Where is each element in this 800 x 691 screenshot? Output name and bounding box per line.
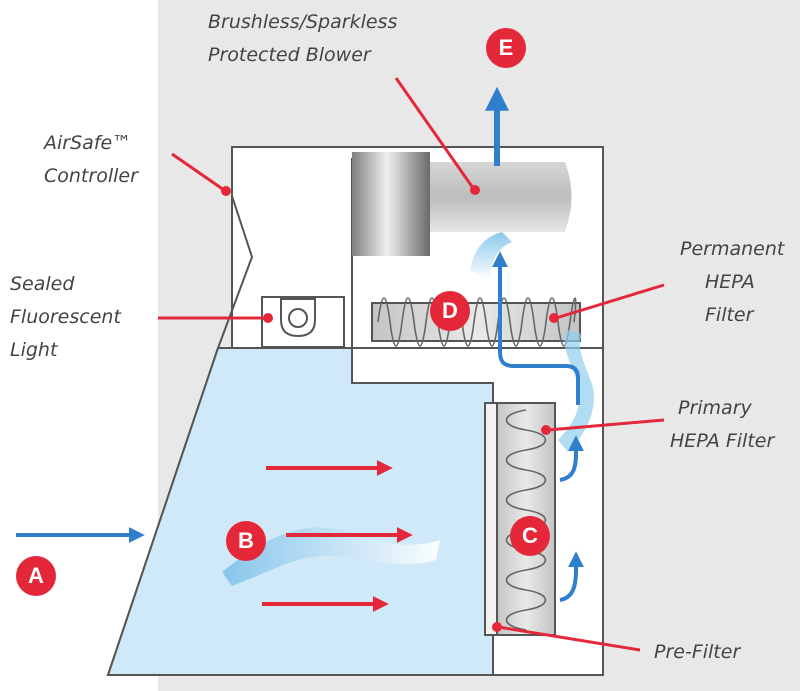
lamp-tube-icon — [288, 308, 308, 328]
primary-filter-label-line-1: Primary — [678, 397, 752, 419]
controller-pointer-dot — [221, 186, 231, 196]
pre-filter-pointer-dot — [492, 622, 502, 632]
blower-pointer-dot — [470, 185, 480, 195]
light-label-line-2: Fluorescent — [10, 306, 121, 328]
blower-label: Brushless/Sparkless Protected Blower — [208, 6, 397, 72]
permanent-filter-label-line-3: Filter — [705, 304, 754, 326]
pre-filter-pointer — [497, 625, 641, 652]
light-pointer-dot — [263, 313, 273, 323]
blower-pointer — [394, 77, 475, 189]
permanent-filter-label-line-2: HEPA — [705, 271, 755, 293]
controller-label-line-2: Controller — [44, 165, 138, 187]
primary-filter-pleats — [505, 409, 547, 631]
primary-filter-label: Primary HEPA Filter — [670, 392, 774, 458]
plenum-airflow-arrow — [492, 251, 580, 405]
marker-d: D — [430, 291, 470, 331]
blower-label-line-1: Brushless/Sparkless — [208, 11, 398, 33]
marker-c: C — [510, 516, 550, 556]
marker-a: A — [16, 556, 56, 596]
permanent-filter-pointer — [555, 283, 665, 320]
airflow-swirl-plenum — [558, 330, 594, 452]
pre-filter-label: Pre-Filter — [654, 641, 741, 663]
hepa-airflow-arrow — [559, 435, 584, 482]
blower-label-line-2: Protected Blower — [208, 44, 371, 66]
light-label-line-1: Sealed — [10, 273, 75, 295]
pre-filter — [484, 402, 498, 636]
airflow-swirl-d — [470, 232, 512, 280]
controller-housing — [217, 147, 254, 349]
permanent-filter-pleats — [377, 297, 577, 347]
light-label-line-3: Light — [10, 339, 58, 361]
blower-motor — [352, 152, 430, 256]
primary-filter-pointer-dot — [541, 425, 551, 435]
primary-filter-pointer — [547, 418, 665, 432]
light-label: Sealed Fluorescent Light — [10, 268, 121, 367]
permanent-filter-label: Permanent HEPA Filter — [680, 233, 784, 332]
blower-housing — [430, 162, 572, 232]
controller-label-line-1: AirSafe™ — [44, 132, 132, 154]
pre-filter-airflow-arrow — [559, 551, 584, 602]
marker-b: B — [226, 521, 266, 561]
permanent-filter-label-line-1: Permanent — [680, 238, 785, 260]
marker-e: E — [486, 28, 526, 68]
controller-label: AirSafe™ Controller — [44, 127, 138, 193]
primary-filter-label-line-2: HEPA Filter — [670, 430, 775, 452]
controller-pointer — [171, 152, 225, 192]
permanent-filter-pointer-dot — [549, 313, 559, 323]
airflow-swirl-b — [222, 527, 440, 586]
